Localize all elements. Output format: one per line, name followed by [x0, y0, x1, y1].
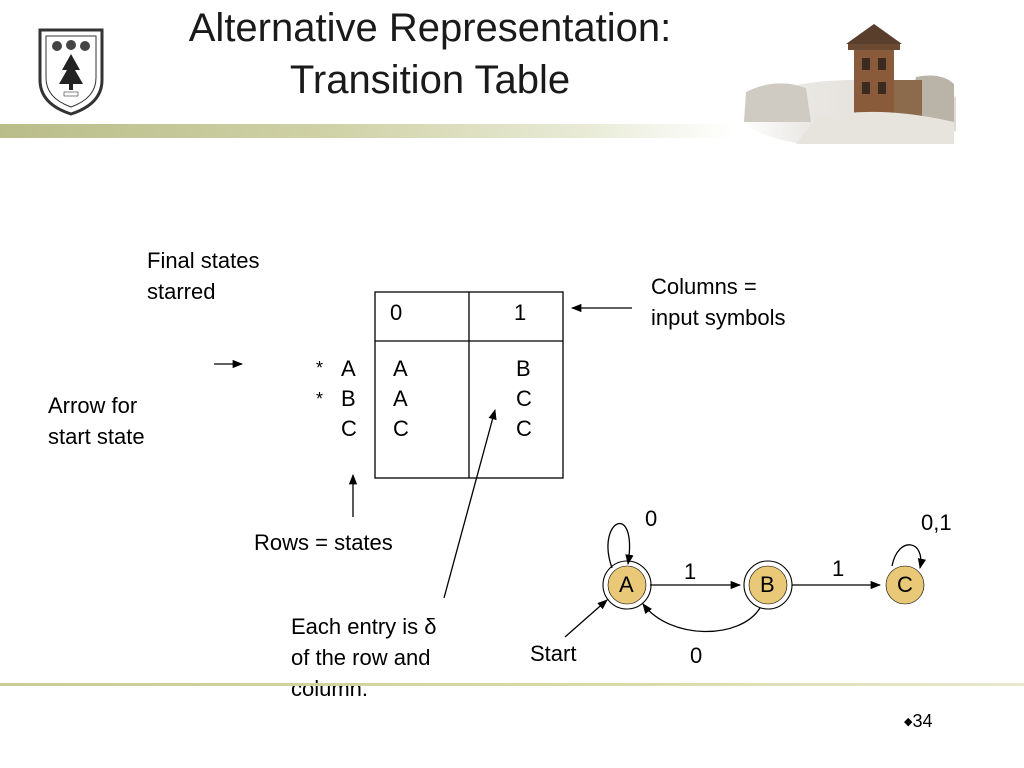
edge-label-b-to-c: 1: [832, 556, 845, 581]
arrow-note: Arrow for start state: [48, 390, 145, 452]
columns-note-line-2: input symbols: [651, 305, 786, 330]
start-edge: [564, 599, 608, 638]
final-states-note: Final states starred: [147, 245, 260, 307]
edge-label-c-loop: 0,1: [921, 510, 952, 535]
title-line-2: Transition Table: [289, 58, 571, 102]
entry-pointer-arrow: [443, 408, 497, 599]
campus-building-image: [736, 22, 956, 144]
arrow-note-line-1: Arrow for: [48, 393, 138, 418]
edge-label-a-loop: 0: [645, 506, 658, 531]
state-b-node: [743, 560, 793, 610]
entry-note-line-2: of the row and: [291, 645, 431, 670]
state-b-label: B: [760, 572, 775, 597]
edge-label-a-to-b: 1: [684, 559, 697, 584]
page-number: ◆34: [904, 711, 933, 732]
table-cell: B: [516, 356, 531, 381]
table-cell: A: [393, 386, 408, 411]
final-states-note-line-1: Final states: [147, 248, 260, 273]
row-state-label: C: [341, 416, 357, 441]
state-c-label: C: [897, 572, 913, 597]
start-label: Start: [530, 641, 577, 666]
edge-c-loop: [891, 544, 927, 570]
columns-note-line-1: Columns =: [651, 274, 757, 299]
footer-rule: [0, 683, 1024, 686]
final-states-note-line-2: starred: [147, 279, 216, 304]
bullet-icon: ◆: [904, 716, 913, 728]
table-cell: C: [516, 416, 532, 441]
state-c-node: [885, 565, 925, 605]
column-header-0: 0: [390, 300, 403, 325]
columns-note: Columns = input symbols: [651, 271, 786, 333]
column-header-1: 1: [514, 300, 527, 325]
page-number-value: 34: [912, 711, 933, 731]
rows-note: Rows = states: [254, 530, 393, 555]
transition-table-frame: [374, 291, 564, 479]
entry-note-line-1: Each entry is δ: [291, 614, 437, 639]
title-line-1: Alternative Representation:: [188, 6, 672, 50]
state-a-label: A: [619, 572, 634, 597]
edge-label-b-to-a: 0: [690, 643, 703, 668]
final-marker: *: [316, 358, 324, 378]
table-cell: A: [393, 356, 408, 381]
entry-note-line-3: column.: [291, 676, 369, 701]
header-band: [0, 124, 735, 138]
table-cell: C: [516, 386, 532, 411]
university-seal-logo: [38, 28, 104, 116]
arrow-note-line-2: start state: [48, 424, 145, 449]
table-cell: C: [393, 416, 409, 441]
edge-b-to-a: [642, 603, 761, 633]
final-marker: *: [316, 389, 324, 409]
edge-a-loop: [607, 522, 634, 569]
slide-title: Alternative Representation: Transition T…: [120, 2, 740, 106]
entry-note: Each entry is δ of the row and column.: [291, 611, 437, 704]
state-a-node: [602, 560, 652, 610]
row-state-label: B: [341, 386, 356, 411]
row-state-label: A: [341, 356, 356, 381]
